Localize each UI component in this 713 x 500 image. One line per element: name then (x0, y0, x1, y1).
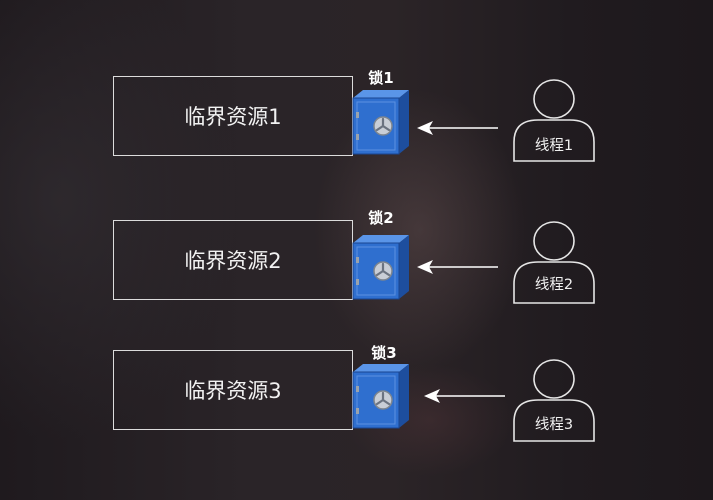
critical-resource-3-label: 临界资源3 (184, 379, 282, 403)
safe-icon (352, 90, 409, 155)
lock-3-label: 锁3 (371, 344, 397, 362)
critical-resource-1-label: 临界资源1 (184, 105, 282, 129)
lock-2-label: 锁2 (368, 209, 394, 227)
thread-3-label: 线程3 (534, 417, 574, 433)
critical-resource-2-label: 临界资源2 (184, 249, 282, 273)
person-icon (513, 79, 595, 162)
safe-icon (352, 364, 409, 429)
person-icon (513, 359, 595, 442)
arrow-thread-2-to-lock-2 (417, 260, 498, 274)
thread-1-label: 线程1 (534, 138, 574, 154)
thread-2-label: 线程2 (534, 277, 574, 293)
critical-resource-3-box: 临界资源3 (113, 350, 353, 430)
person-icon (513, 221, 595, 304)
arrow-thread-3-to-lock-3 (424, 389, 505, 403)
lock-1-label: 锁1 (368, 69, 394, 87)
arrow-thread-1-to-lock-1 (417, 121, 498, 135)
critical-resource-1-box: 临界资源1 (113, 76, 353, 156)
critical-resource-2-box: 临界资源2 (113, 220, 353, 300)
safe-icon (352, 235, 409, 300)
